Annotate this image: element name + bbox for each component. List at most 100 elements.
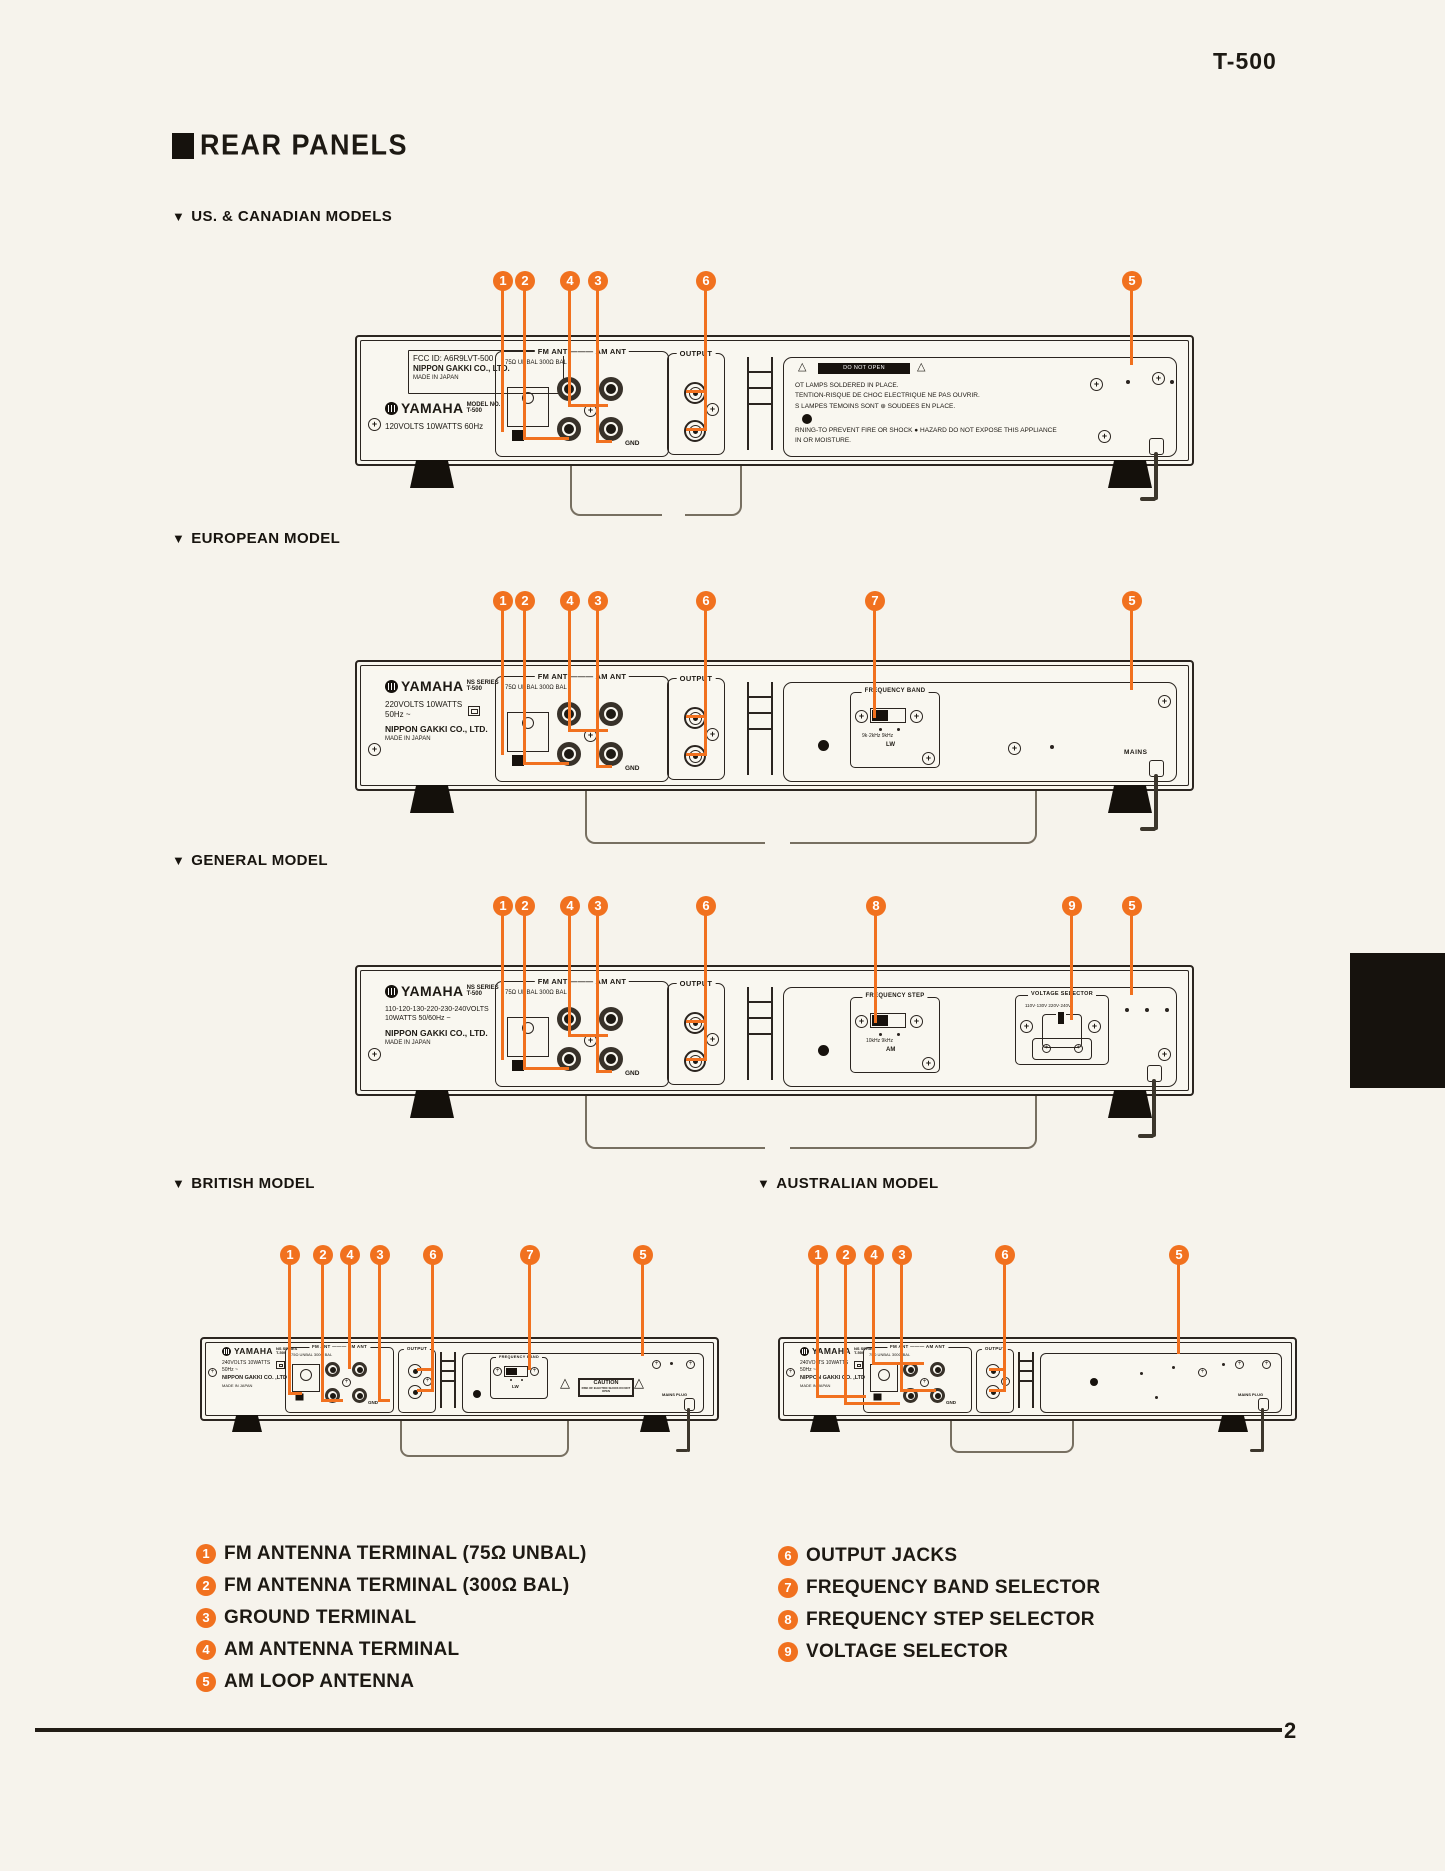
panel-dot [1165, 1008, 1169, 1012]
callout-leader-line [704, 289, 707, 431]
ant-impedance-label: 75Ω UNBAL 300Ω BAL [291, 1352, 333, 1357]
legend-label: FREQUENCY BAND SELECTOR [806, 1577, 1101, 1598]
rear-panel-eu [355, 660, 1194, 791]
callout-badge-6: 6 [696, 896, 716, 916]
antenna-terminal-group: FM ANT ——— AM ANT [495, 977, 669, 1087]
callout-badge-3: 3 [588, 271, 608, 291]
band-position-text: LW [512, 1384, 519, 1389]
antenna-cable [585, 1092, 765, 1149]
callout-badge-2: 2 [515, 591, 535, 611]
output-jack-left [684, 707, 706, 729]
legend-item: 5 AM LOOP ANTENNA [196, 1671, 414, 1693]
legend-item: 1 FM ANTENNA TERMINAL (75Ω UNBAL) [196, 1543, 587, 1565]
legend-label: AM ANTENNA TERMINAL [224, 1639, 460, 1660]
model-heading-uk: ▼ BRITISH MODEL [172, 1175, 315, 1192]
screw-icon [910, 710, 923, 723]
panel-inner-border [783, 1342, 1292, 1416]
double-insulation-icon [854, 1361, 863, 1369]
power-rating-text: 120VOLTS 10WATTS 60Hz [385, 422, 484, 431]
panel-foot [1108, 785, 1152, 813]
screw-icon [1074, 1044, 1083, 1053]
gnd-label: GND [625, 765, 640, 772]
step-options-text: 10kHz 9kHz [866, 1038, 893, 1044]
yamaha-logo-icon [385, 401, 398, 415]
callout-leader-elbow [596, 765, 612, 768]
gnd-label: GND [368, 1400, 378, 1405]
callout-leader-line [501, 609, 504, 755]
fm-300ohm-terminal [557, 742, 581, 766]
f-connector-socket [510, 428, 526, 443]
warning-triangle-icon: △ [917, 361, 926, 373]
ant-impedance-label: 75Ω UNBAL 300Ω BAL [869, 1352, 911, 1357]
panel-foot [810, 1415, 840, 1432]
back-plate [1040, 1353, 1282, 1413]
screw-icon [706, 1033, 719, 1046]
power-rating-text: 50Hz ~ [385, 710, 411, 719]
callout-leader-line [431, 1263, 434, 1392]
callout-badge-4: 4 [560, 896, 580, 916]
callout-leader-elbow [844, 1402, 900, 1405]
caution-subtext: RISK OF ELECTRIC SHOCK DO NOT OPEN [581, 1386, 631, 1394]
legend-item: 3 GROUND TERMINAL [196, 1607, 416, 1629]
legend-item: 4 AM ANTENNA TERMINAL [196, 1639, 459, 1661]
screw-icon [1088, 1020, 1101, 1033]
callout-leader-stub [686, 1020, 704, 1023]
warning-line: OT LAMPS SOLDERED IN PLACE. [795, 382, 899, 389]
power-rating-text: 10WATTS 50/60Hz ~ [385, 1015, 451, 1022]
callout-leader-line [641, 1263, 644, 1356]
panel-hole [818, 740, 829, 751]
legend-label: FREQUENCY STEP SELECTOR [806, 1609, 1095, 1630]
screw-icon [1008, 742, 1021, 755]
callout-badge-3: 3 [370, 1245, 390, 1265]
callout-badge-5: 5 [633, 1245, 653, 1265]
callout-leader-line [1070, 914, 1073, 1020]
panel-dot [1170, 380, 1174, 384]
output-jack-right [684, 1050, 706, 1072]
callout-leader-line [874, 914, 877, 1023]
screw-icon [1090, 378, 1103, 391]
voltage-selector-label: VOLTAGE SELECTOR [1028, 991, 1096, 997]
yamaha-logo-icon [385, 984, 398, 998]
legend-number-badge: 3 [196, 1608, 216, 1628]
legend-label: GROUND TERMINAL [224, 1607, 417, 1628]
fm-75ohm-connector [292, 1364, 320, 1392]
callout-badge-6: 6 [423, 1245, 443, 1265]
legend-number-badge: 2 [196, 1576, 216, 1596]
rear-panel-gen [355, 965, 1194, 1096]
callout-leader-line [348, 1263, 351, 1369]
maker-text: NIPPON GAKKI CO. ,LTD [800, 1375, 865, 1381]
antenna-cable [685, 462, 742, 516]
mains-plug-label: MAINS PLUG [1238, 1392, 1264, 1397]
callout-leader-elbow [816, 1395, 866, 1398]
screw-icon [786, 1368, 795, 1377]
legend-number-badge: 9 [778, 1642, 798, 1662]
warning-label-plate [783, 357, 1177, 457]
frequency-step-label: FREQUENCY STEP [862, 993, 928, 999]
callout-leader-stub [989, 1389, 1003, 1392]
callout-leader-elbow [378, 1399, 390, 1402]
warning-line: RNING-TO PREVENT FIRE OR SHOCK ● HAZARD … [795, 427, 1057, 434]
am-antenna-terminal [352, 1362, 367, 1377]
output-jack-group: OUTPUT [976, 1346, 1014, 1413]
callout-leader-stub [686, 753, 704, 756]
callout-leader-line [704, 914, 707, 1061]
rear-panel-us [355, 335, 1194, 466]
screw-icon [706, 728, 719, 741]
fm-300ohm-terminal [557, 417, 581, 441]
ground-terminal [599, 742, 623, 766]
callout-leader-line [568, 609, 571, 732]
screw-icon [1098, 430, 1111, 443]
callout-leader-stub [686, 390, 704, 393]
made-in-text: MADE IN JAPAN [385, 736, 431, 742]
callout-leader-line [873, 609, 876, 718]
panel-foot [410, 1090, 454, 1118]
am-antenna-terminal [599, 377, 623, 401]
power-cord-end [1250, 1449, 1262, 1452]
legend-item: 9 VOLTAGE SELECTOR [778, 1641, 1008, 1663]
warning-triangle-icon: △ [634, 1375, 644, 1390]
step-band-text: AM [886, 1047, 896, 1053]
fm-am-ant-label: FM ANT ——— AM ANT [308, 1344, 371, 1349]
legend-number-badge: 1 [196, 1544, 216, 1564]
caution-title: CAUTION [593, 1380, 619, 1386]
made-in-text: MADE IN JAPAN [800, 1382, 831, 1388]
